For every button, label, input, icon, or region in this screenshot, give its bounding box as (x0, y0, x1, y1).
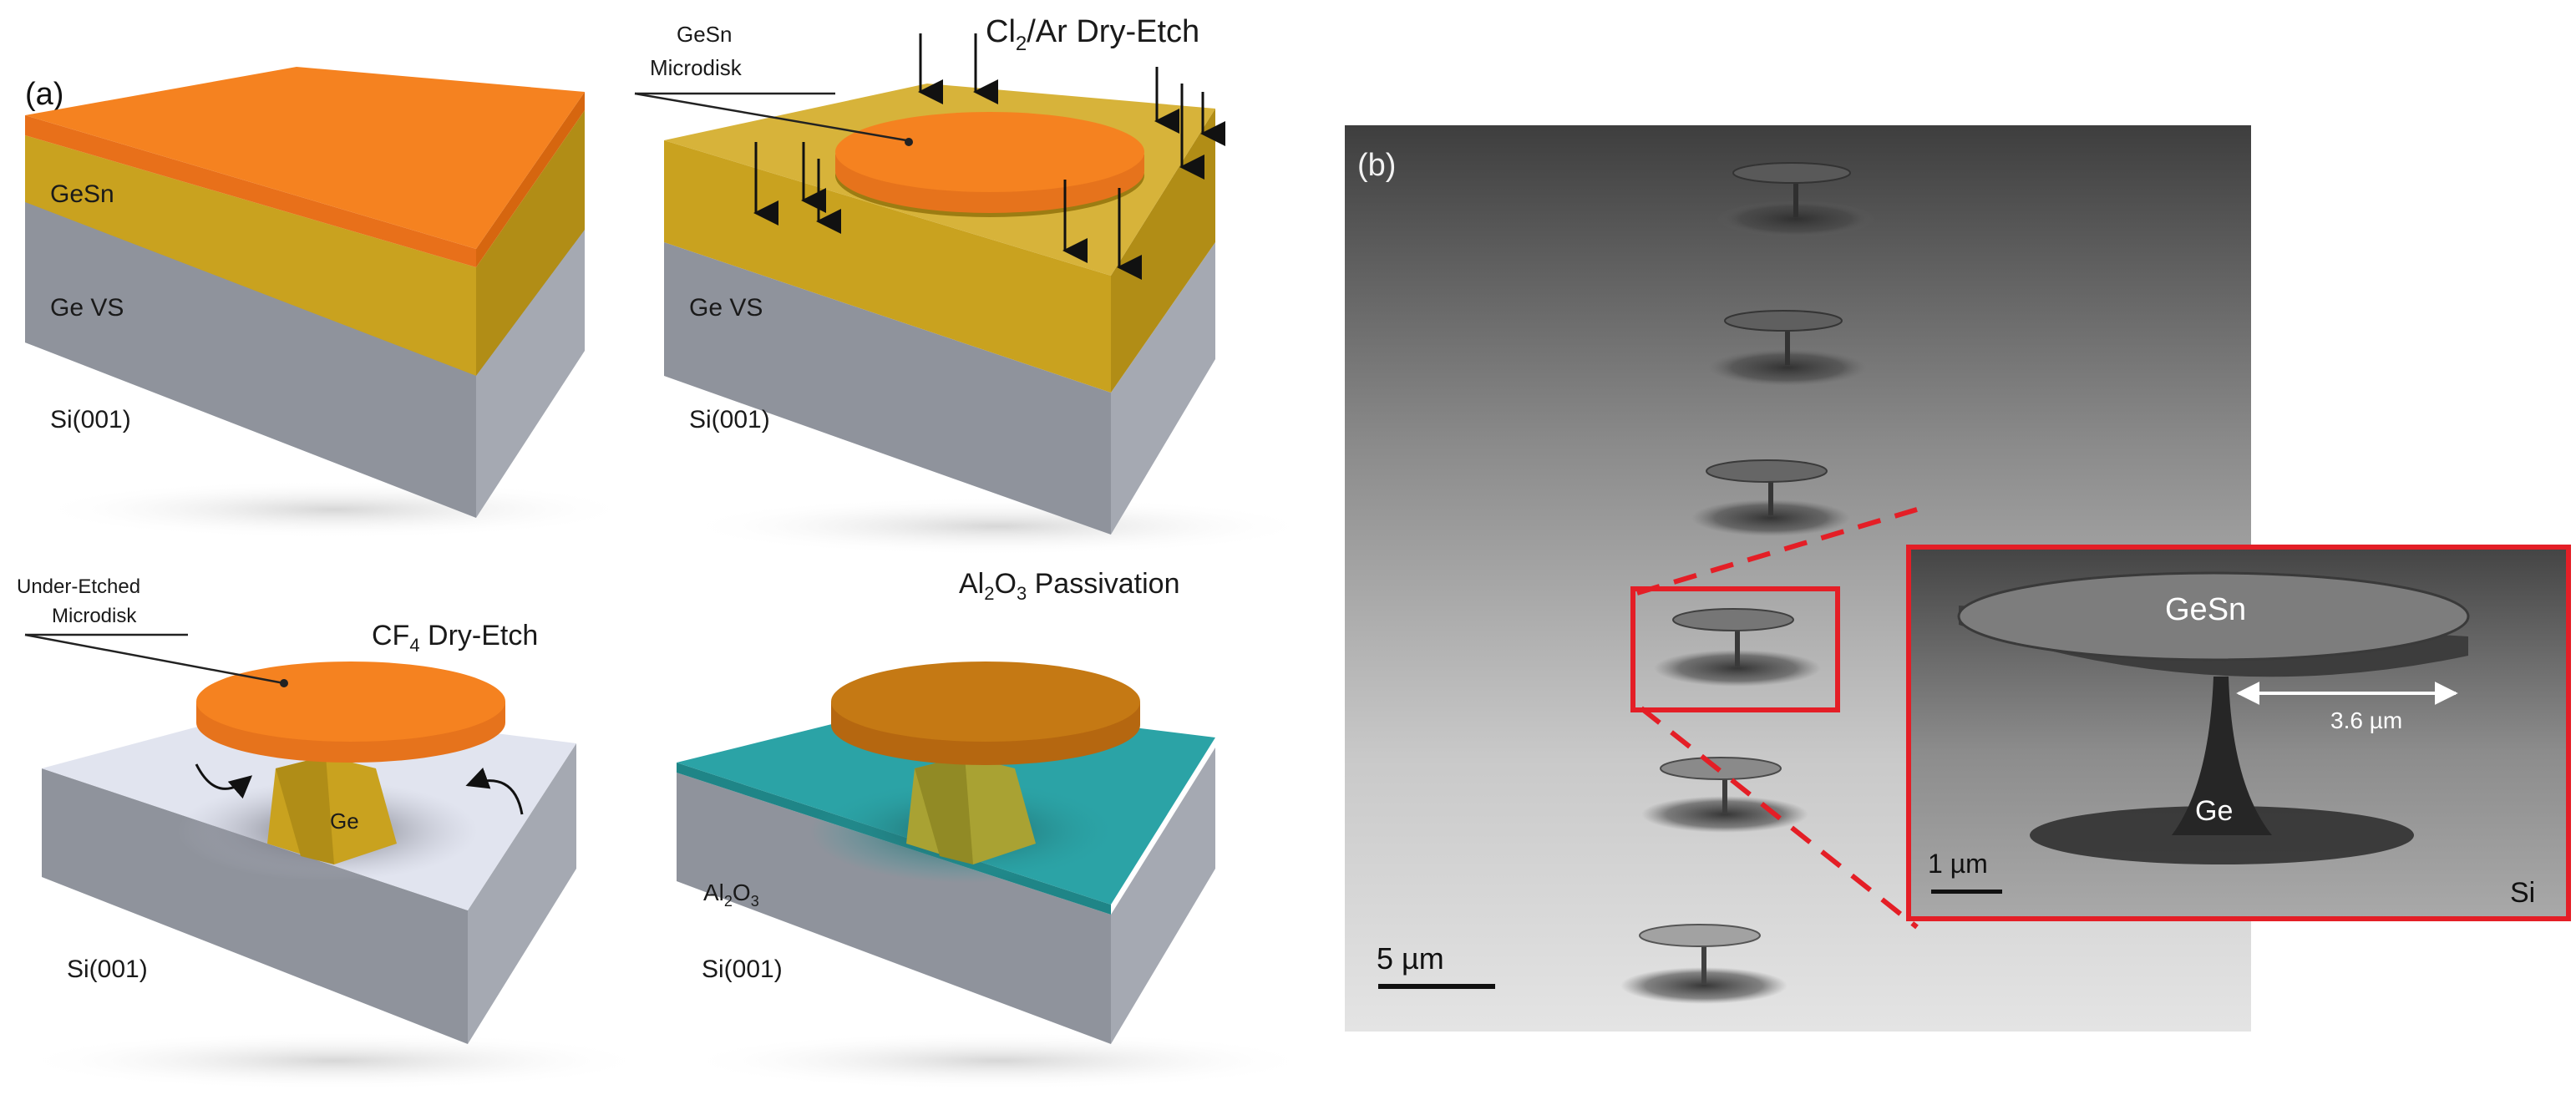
step3-floor-shadow (17, 1032, 652, 1090)
inset-dimension-label: 3.6 µm (2330, 707, 2402, 733)
sem-microdisk (1708, 310, 1867, 386)
step2-callout-line2: Microdisk (650, 55, 743, 80)
sem-microdisk (1691, 459, 1850, 536)
step1-gevs-side-lower (476, 110, 585, 376)
step4-coating-label: Al2O3 (703, 879, 759, 910)
step1-floor-shadow (33, 480, 635, 539)
step2-callout-dot (905, 138, 913, 146)
inset-si-label: Si (2510, 877, 2535, 909)
step3-process-label: CF4 Dry-Etch (372, 620, 538, 656)
panel-a-label: (a) (25, 77, 63, 112)
underetch-arrow-left (195, 763, 253, 799)
sem-microdisk (1620, 924, 1787, 1004)
step2-callout-line (634, 92, 907, 142)
step2-si-label: Si(001) (689, 406, 770, 433)
step2-gevs-side (1111, 109, 1215, 393)
step3-callout-line2: Microdisk (52, 605, 137, 627)
zoom-highlight-box (1630, 586, 1840, 712)
panel-b-label: (b) (1357, 148, 1396, 183)
step3-disk-top (196, 662, 505, 742)
sem-inset: GeSn 3.6 µm Ge 1 µm Si (1906, 545, 2571, 921)
panel-a: (a) GeSn Ge VS Si(001) (17, 14, 1316, 1090)
inset-scale-bar-label: 1 µm (1928, 849, 1988, 879)
step2-floor-shadow (681, 497, 1316, 555)
step3-ge-pillar-face (276, 756, 334, 864)
step1-gevs-label: Ge VS (50, 294, 124, 322)
step2-disk-top (835, 112, 1144, 192)
inset-border (1906, 545, 2571, 921)
step2-stack: GeSn Microdisk Cl2/Ar Dry-Etch Ge VS Si(… (634, 14, 1316, 555)
underetch-arrow-right (465, 768, 524, 815)
sem-microdisks (1620, 162, 1875, 1004)
step4-ge-pillar-face (915, 756, 973, 864)
step1-stack: GeSn Ge VS Si(001) (25, 67, 635, 539)
step4-si-front (677, 773, 1111, 1044)
inset-scale-bar (1931, 890, 2002, 894)
step4-floor-shadow (681, 1032, 1316, 1090)
panel-b: (b) (1345, 125, 2571, 1032)
zoom-line-bottom (1640, 706, 1919, 930)
sem-microdisk (1654, 608, 1821, 687)
step3-callout-line (24, 633, 285, 685)
sem-microdisk (1716, 162, 1875, 237)
step1-gesn-edge (25, 115, 476, 267)
step1-gesn-top (25, 67, 585, 249)
step1-gevs-front-lower (25, 135, 476, 376)
step3-si-label: Si(001) (67, 956, 148, 983)
step3-stack: Ge Under-Etched Microdisk CF4 Dry-Etch S… (17, 575, 652, 1090)
sem-scale-bar-label: 5 µm (1377, 941, 1444, 976)
step3-callout-line1: Under-Etched (17, 575, 140, 598)
step4-si-side (1111, 748, 1215, 1044)
step1-si-side-lower (476, 230, 585, 518)
zoom-line-top (1636, 507, 1918, 596)
step4-process-label: Al2O3 Passivation (959, 568, 1180, 604)
step2-gevs-label: Ge VS (689, 294, 763, 322)
step2-process-label: Cl2/Ar Dry-Etch (986, 14, 1199, 55)
step4-si-label: Si(001) (702, 956, 783, 983)
sem-scale-bar (1378, 984, 1495, 989)
step2-callout-line1: GeSn (677, 22, 733, 47)
step3-ge-label: Ge (330, 809, 359, 834)
step3-si-side (468, 743, 576, 1044)
step3-si-front (42, 768, 468, 1044)
step2-si-front (664, 242, 1111, 535)
step1-gesn-side (476, 92, 585, 267)
inset-disk-top (1957, 571, 2470, 662)
etch-arrows (753, 33, 1225, 280)
step4-stack: Al2O3 Passivation Al2O3 Si(001) (677, 568, 1316, 1090)
inset-ge-label: Ge (2195, 795, 2233, 827)
step4-disk-top (831, 662, 1140, 742)
step1-si-front-lower (25, 202, 476, 518)
step1-si-label: Si(001) (50, 406, 131, 433)
inset-pillar (2172, 677, 2272, 835)
step2-si-side (1111, 242, 1215, 535)
step1-gesn-label: GeSn (50, 180, 114, 208)
inset-gesn-label: GeSn (2165, 592, 2246, 627)
